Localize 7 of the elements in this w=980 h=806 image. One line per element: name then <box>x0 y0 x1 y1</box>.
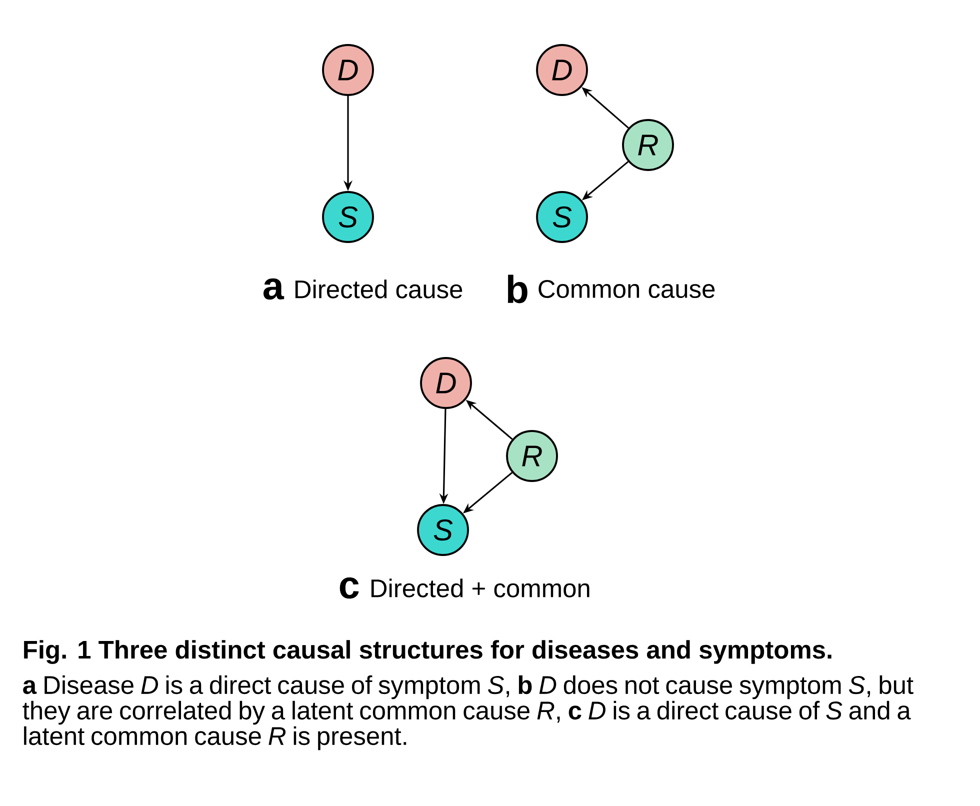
panel-letter: b <box>508 274 528 304</box>
panel-label: Directed + common <box>371 578 590 598</box>
panel-label: Directed cause <box>295 280 462 298</box>
panel-label: Common cause <box>538 280 715 298</box>
caption-title: Fig. 1 Three distinct causal structures for diseases and symptoms. <box>24 640 832 664</box>
panel-letter: a <box>263 278 284 300</box>
panel-letter: c <box>340 577 359 599</box>
